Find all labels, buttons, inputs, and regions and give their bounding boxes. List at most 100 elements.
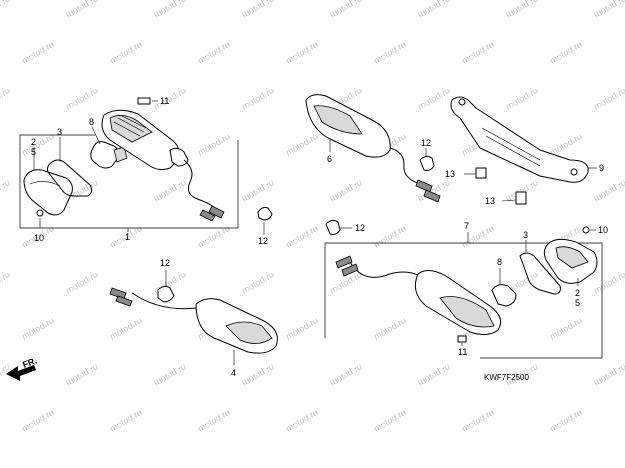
leader-13-lower: [501, 199, 517, 202]
callout-7: 7: [464, 221, 469, 231]
diagram-code: KWF7F2500: [484, 373, 529, 382]
wire-harness-rear-right: [349, 261, 421, 278]
watermark-text: motod.ru: [240, 85, 276, 111]
callout-3: 3: [57, 127, 62, 137]
lens-detail-right: [555, 246, 589, 269]
watermark-text: motod.ru: [240, 361, 276, 387]
watermark-text: motod.ru: [0, 85, 12, 111]
watermark-text: motod.ru: [196, 131, 232, 157]
front-left-turn-signal-group: 12 4: [109, 258, 278, 378]
watermark-layer: motod.ru motod.ru motod.ru motod.ru motod.ru…: [0, 0, 625, 434]
bolt-part-13-upper: [475, 167, 487, 179]
bulb-part-8: [90, 141, 119, 169]
screw-part-11-right: [457, 335, 467, 343]
rear-left-turn-signal-group: 2 5 3 8 10 11 1 12: [19, 96, 273, 246]
watermark-text: motod.ru: [372, 39, 408, 65]
nut-part-12-front: [157, 285, 175, 303]
watermark-text: motod.ru: [416, 361, 452, 387]
mounting-bracket-group: 13 13 9: [445, 96, 604, 206]
signal-lens-front-left: [225, 321, 273, 344]
bracket-hole-bottom: [570, 168, 578, 176]
callout-12-rear-right: 12: [355, 223, 365, 233]
nut-part-12-rear-right: [325, 219, 341, 235]
screw-part-11: [137, 97, 151, 105]
bulb-base: [113, 146, 128, 163]
bracket-hole-top: [458, 98, 466, 106]
callout-5: 5: [31, 147, 36, 157]
callout-2-right: 2: [575, 288, 580, 298]
watermark-text: motod.ru: [592, 361, 625, 387]
watermark-text: motod.ru: [0, 269, 12, 295]
front-label: FR.: [21, 356, 38, 370]
connector-front-left-2: [115, 295, 133, 307]
watermark-text: motod.ru: [592, 85, 625, 111]
signal-lens-front-right: [313, 105, 363, 135]
wire-harness-front-left: [131, 292, 197, 310]
front-right-turn-signal-group: 6 12: [305, 94, 441, 203]
watermark-text: motod.ru: [196, 407, 232, 433]
callout-12-right: 12: [421, 138, 431, 148]
callout-11: 11: [160, 96, 169, 106]
wire-harness-front-right: [389, 147, 421, 185]
watermark-text: motod.ru: [0, 177, 12, 203]
gasket-part-3: [47, 159, 93, 197]
watermark-text: motod.ru: [108, 315, 144, 341]
signal-lens-rear-left: [109, 115, 153, 143]
watermark-text: motod.ru: [0, 0, 12, 20]
watermark-text: motod.ru: [416, 85, 452, 111]
callout-5-right: 5: [575, 298, 580, 308]
callout-10: 10: [34, 233, 44, 243]
callout-12-front: 12: [160, 258, 170, 268]
watermark-text: motod.ru: [592, 269, 625, 295]
watermark-text: motod.ru: [548, 39, 584, 65]
watermark-text: motod.ru: [372, 223, 408, 249]
nut-part-12-right: [419, 155, 435, 171]
callout-2: 2: [31, 137, 36, 147]
watermark-text: motod.ru: [328, 0, 364, 20]
bracket-part-9: [450, 96, 589, 183]
callout-9: 9: [599, 163, 604, 173]
watermark-text: motod.ru: [240, 177, 276, 203]
watermark-text: motod.ru: [284, 407, 320, 433]
watermark-text: motod.ru: [20, 39, 56, 65]
watermark-text: motod.ru: [152, 177, 188, 203]
watermark-text: motod.ru: [64, 0, 100, 20]
watermark-text: motod.ru: [372, 315, 408, 341]
lens-ribs: [113, 115, 147, 137]
callout-8: 8: [89, 117, 94, 127]
signal-lens-rear-right: [439, 296, 495, 328]
rear-right-turn-signal-group: 12 7 3 8 2 5 10 11: [324, 219, 608, 359]
lens-part-2: [23, 169, 73, 216]
callout-10-right: 10: [598, 225, 608, 235]
watermark-text: motod.ru: [64, 269, 100, 295]
watermark-text: motod.ru: [64, 361, 100, 387]
screw-part-10: [36, 209, 44, 217]
front-direction-indicator: FR.: [6, 356, 38, 381]
connector-rear-right: [335, 255, 353, 269]
connector-front-right-2: [423, 189, 441, 203]
connector-rear-right-2: [341, 263, 359, 277]
signal-stem-rear-left: [169, 147, 189, 167]
watermark-text: motod.ru: [328, 177, 364, 203]
bulb-part-8-right: [491, 284, 517, 307]
watermark-text: motod.ru: [108, 39, 144, 65]
connector-rear-left-2: [199, 209, 216, 222]
watermark-text: motod.ru: [548, 315, 584, 341]
watermark-text: motod.ru: [460, 39, 496, 65]
watermark-text: motod.ru: [284, 39, 320, 65]
watermark-text: motod.ru: [196, 39, 232, 65]
watermark-text: motod.ru: [504, 0, 540, 20]
watermark-text: motod.ru: [284, 315, 320, 341]
watermark-text: motod.ru: [240, 269, 276, 295]
watermark-text: motod.ru: [64, 85, 100, 111]
watermark-text: motod.ru: [284, 223, 320, 249]
connector-rear-left: [208, 205, 225, 219]
watermark-text: motod.ru: [108, 407, 144, 433]
callout-3-right: 3: [523, 230, 528, 240]
callout-13-lower: 13: [485, 196, 495, 206]
leader-8: [91, 126, 101, 145]
watermark-text: motod.ru: [548, 407, 584, 433]
watermark-text: motod.ru: [152, 0, 188, 20]
watermark-text: motod.ru: [284, 131, 320, 157]
